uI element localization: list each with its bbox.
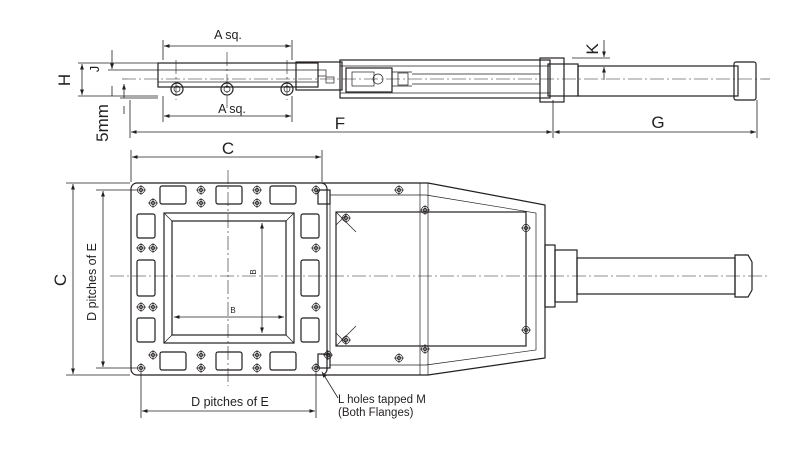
label-b-horizontal: B [230, 306, 235, 315]
side-base-plate [157, 62, 319, 88]
dim-h-j: H J [55, 50, 158, 97]
label-d-pitches-bottom: D pitches of E [191, 395, 269, 409]
side-cylinder [577, 65, 739, 97]
side-view [122, 52, 770, 108]
dim-c-top: C [130, 139, 323, 182]
plan-center-square [163, 212, 295, 344]
label-f: F [335, 114, 345, 133]
dim-d-pitches-left: D pitches of E [85, 189, 136, 369]
dim-5mm: 5mm [93, 84, 158, 142]
label-c-top: C [222, 139, 234, 158]
label-j: J [88, 66, 102, 72]
plan-base-plate [130, 182, 328, 376]
dim-a-sq-bottom: A sq. [162, 96, 293, 122]
dim-c-left: C [51, 182, 130, 376]
dim-f: F [129, 100, 554, 138]
label-l-holes-line1: L holes tapped M [338, 394, 426, 406]
plan-view [110, 170, 770, 386]
label-k: K [583, 43, 602, 55]
label-a-sq-bottom: A sq. [218, 102, 246, 116]
dim-g: G [554, 100, 758, 138]
label-5mm: 5mm [93, 104, 112, 142]
label-h: H [55, 74, 74, 86]
label-g: G [651, 113, 664, 132]
dim-k: K [572, 40, 610, 80]
dim-b-vertical: B [249, 223, 264, 333]
dim-d-pitches-bottom: D pitches of E [140, 373, 317, 418]
label-a-sq-top: A sq. [214, 28, 242, 42]
label-b-vertical: B [249, 269, 258, 274]
dim-a-sq-top: A sq. [162, 28, 293, 60]
label-c-left: C [51, 274, 70, 286]
dim-b-horizontal: B [174, 306, 284, 319]
label-d-pitches-left: D pitches of E [85, 243, 99, 321]
note-l-holes: L holes tapped M (Both Flanges) [321, 371, 426, 419]
label-l-holes-line2: (Both Flanges) [338, 407, 414, 419]
side-bolt-left [170, 82, 184, 96]
